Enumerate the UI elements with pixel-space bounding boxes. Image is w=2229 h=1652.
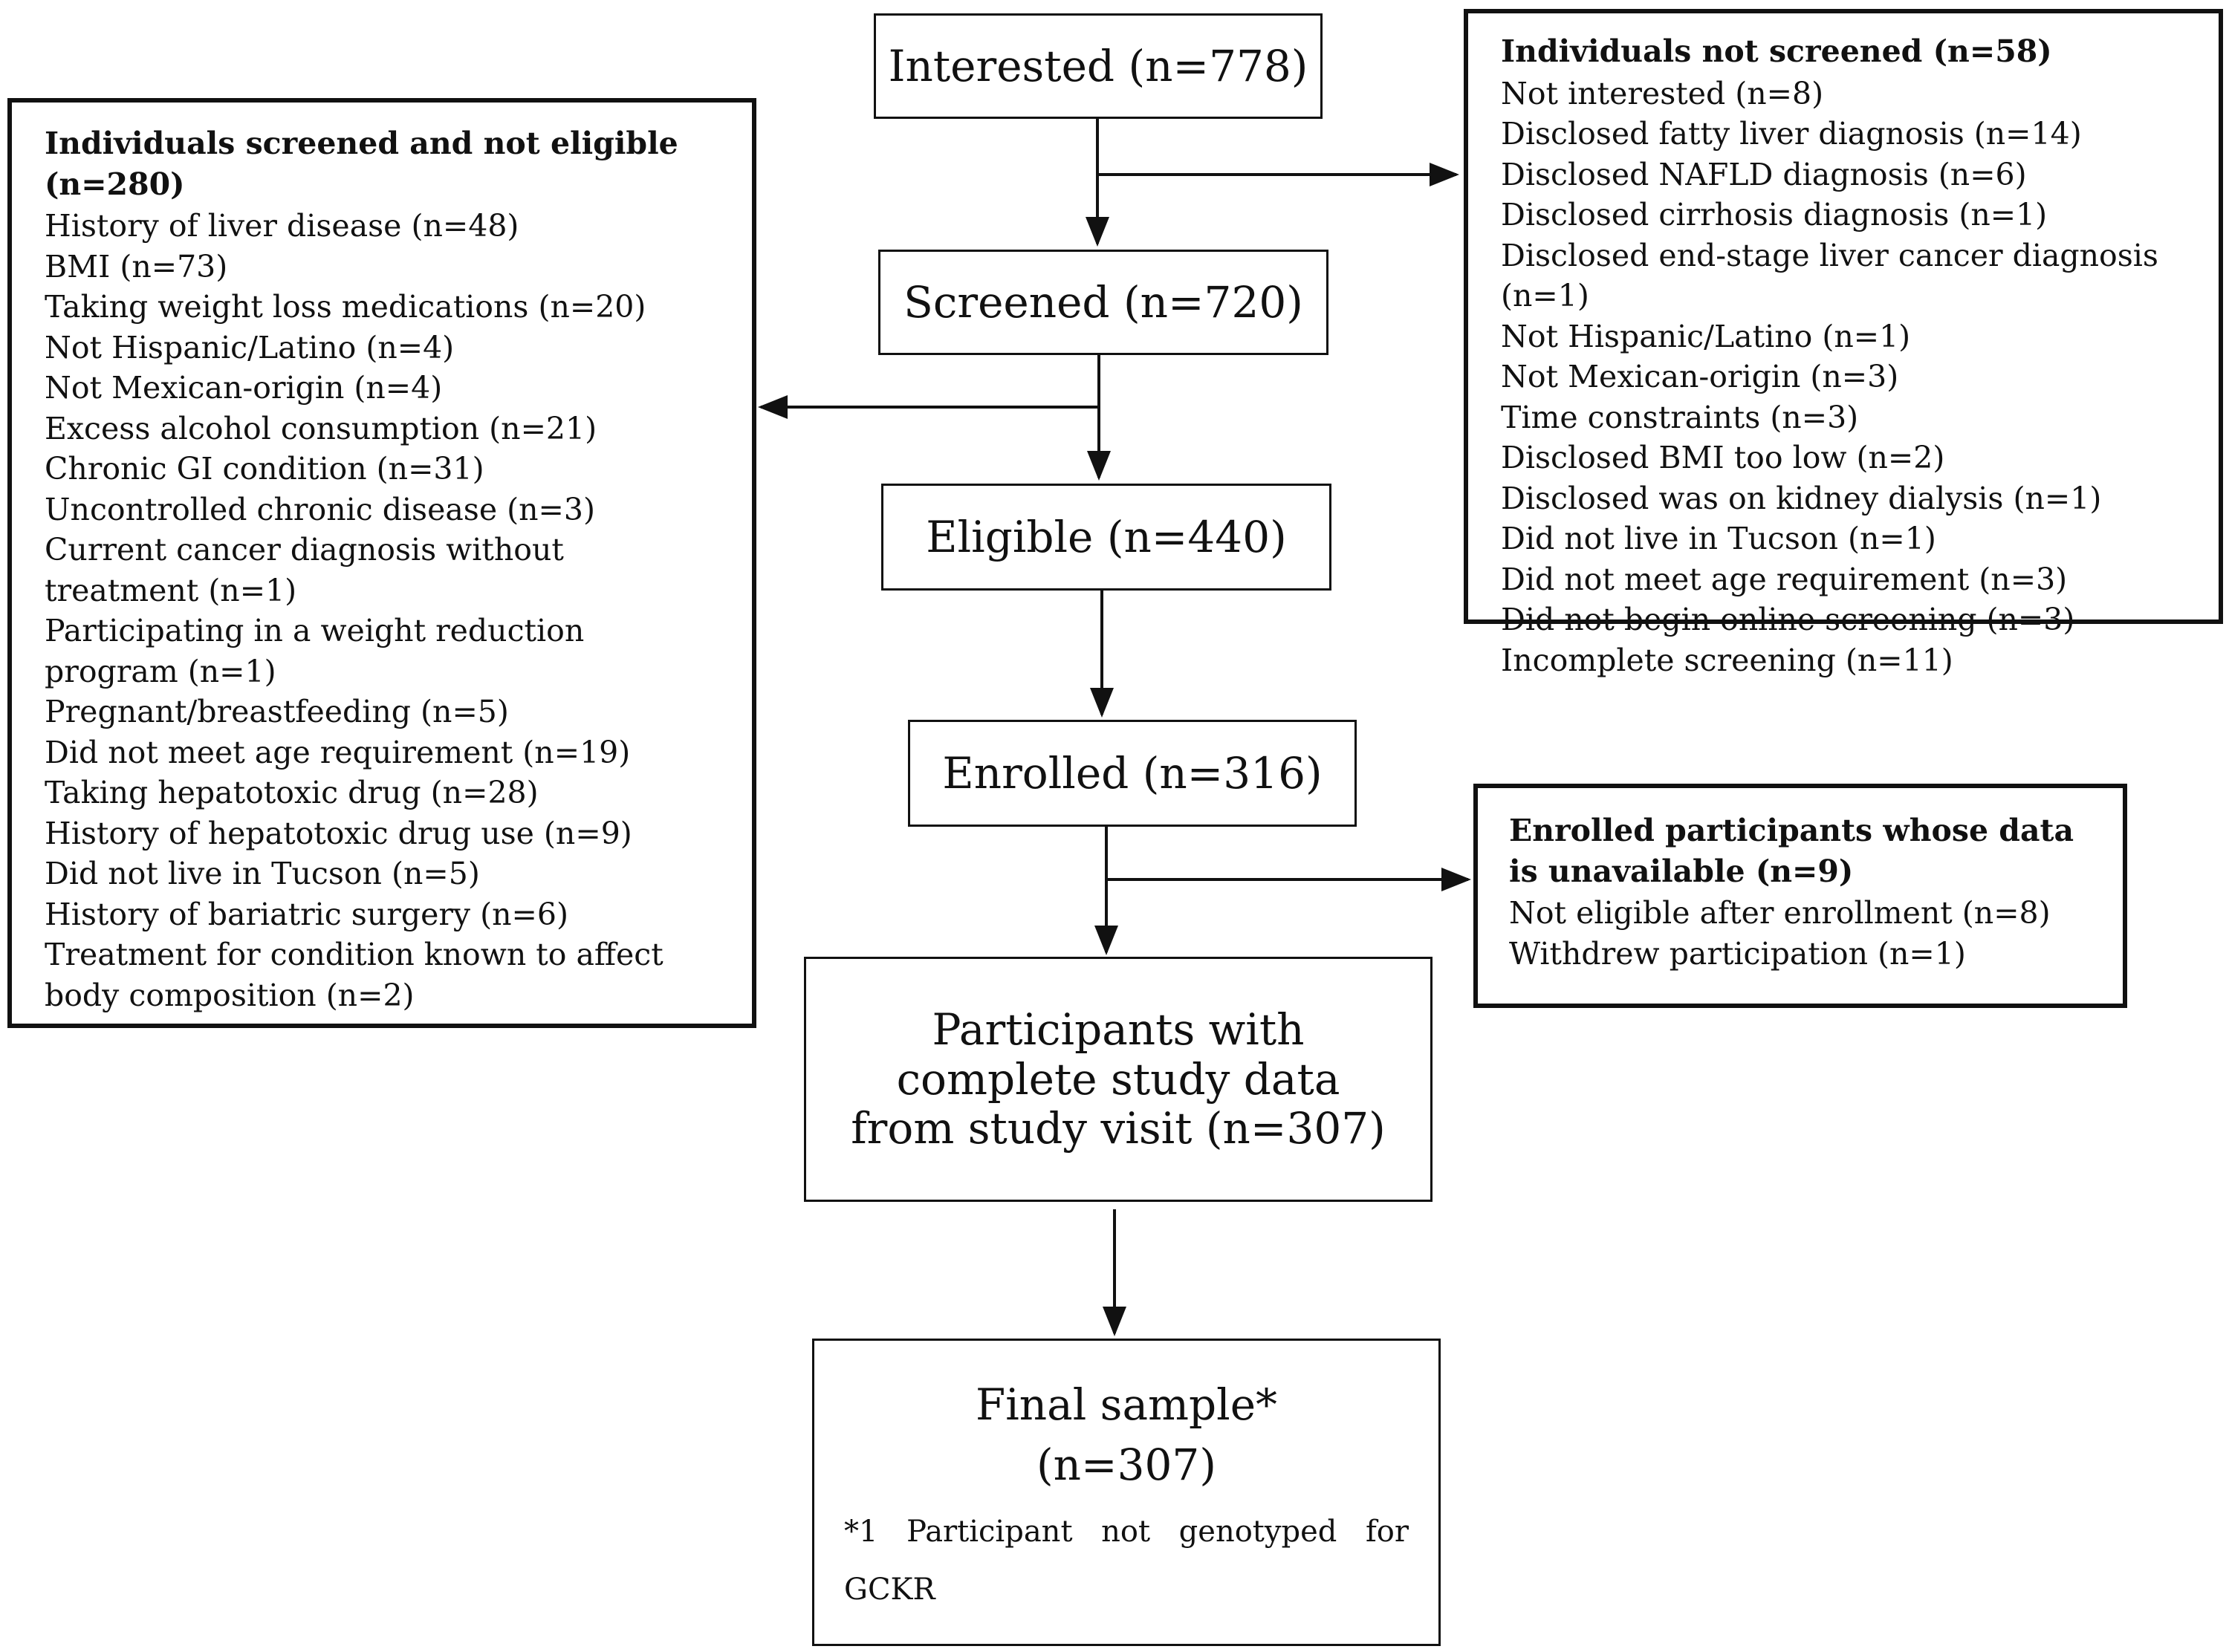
list-item: Treatment for condition known to affect … — [45, 937, 663, 1013]
list-item: Excess alcohol consumption (n=21) — [45, 410, 597, 446]
final-sample-box: Final sample* (n=307) *1 Participant not… — [812, 1339, 1441, 1646]
list-item: Current cancer diagnosis without treatme… — [45, 532, 564, 608]
list-item: Disclosed BMI too low (n=2) — [1501, 440, 1945, 476]
list-item: Disclosed cirrhosis diagnosis (n=1) — [1501, 197, 2048, 233]
final-sample-footnote: *1 Participant not genotyped for GCKR — [844, 1515, 1409, 1607]
enrolled-label: Enrolled (n=316) — [942, 747, 1323, 799]
interested-label: Interested (n=778) — [888, 40, 1308, 91]
final-sample-label: Final sample* — [975, 1379, 1278, 1430]
not-screened-list: Not interested (n=8) Disclosed fatty live… — [1501, 74, 2186, 681]
list-item: Participating in a weight reduction prog… — [45, 613, 585, 689]
list-item: Disclosed fatty liver diagnosis (n=14) — [1501, 116, 2082, 152]
list-item: Did not begin online screening (n=3) — [1501, 602, 2075, 638]
eligible-box: Eligible (n=440) — [881, 484, 1331, 591]
list-item: Not interested (n=8) — [1501, 75, 1824, 111]
not-eligible-list: History of liver disease (n=48) BMI (n=73… — [45, 206, 719, 1015]
not-screened-title: Individuals not screened (n=58) — [1501, 33, 2052, 69]
list-item: Did not meet age requirement (n=3) — [1501, 561, 2068, 597]
list-item: Time constraints (n=3) — [1501, 399, 1859, 435]
list-item: History of hepatotoxic drug use (n=9) — [45, 815, 632, 851]
list-item: Did not live in Tucson (n=5) — [45, 856, 480, 892]
unavailable-box: Enrolled participants whose data is unav… — [1473, 784, 2127, 1008]
list-item: Not Mexican-origin (n=3) — [1501, 359, 1899, 395]
list-item: Disclosed end-stage liver cancer diagnos… — [1501, 237, 2158, 314]
not-eligible-title: Individuals screened and not eligible (n… — [45, 126, 678, 202]
not-screened-box: Individuals not screened (n=58) Not inte… — [1464, 9, 2223, 678]
list-item: Incomplete screening (n=11) — [1501, 642, 1953, 678]
unavailable-title: Enrolled participants whose data is unav… — [1509, 813, 2074, 889]
list-item: Did not live in Tucson (n=1) — [1501, 521, 1936, 557]
final-sample-count: (n=307) — [1036, 1440, 1216, 1491]
complete-data-label: Participants with complete study data fr… — [851, 1004, 1386, 1154]
list-item: Not Hispanic/Latino (n=1) — [1501, 318, 1911, 354]
list-item: Not Mexican-origin (n=4) — [45, 370, 443, 406]
list-item: Chronic GI condition (n=31) — [45, 451, 484, 487]
list-item: Disclosed was on kidney dialysis (n=1) — [1501, 480, 2102, 516]
list-item: History of liver disease (n=48) — [45, 208, 519, 244]
screened-label: Screened (n=720) — [903, 276, 1303, 328]
list-item: Taking hepatotoxic drug (n=28) — [45, 775, 539, 811]
complete-data-box: Participants with complete study data fr… — [804, 957, 1433, 1202]
eligible-label: Eligible (n=440) — [926, 511, 1287, 562]
screened-box: Screened (n=720) — [878, 250, 1328, 355]
list-item: History of bariatric surgery (n=6) — [45, 896, 568, 932]
list-item: BMI (n=73) — [45, 248, 228, 284]
list-item: Not eligible after enrollment (n=8) — [1509, 895, 2051, 931]
not-eligible-box: Individuals screened and not eligible (n… — [7, 98, 756, 1028]
enrolled-box: Enrolled (n=316) — [908, 720, 1357, 827]
list-item: Uncontrolled chronic disease (n=3) — [45, 491, 595, 527]
list-item: Taking weight loss medications (n=20) — [45, 289, 646, 325]
list-item: Disclosed NAFLD diagnosis (n=6) — [1501, 156, 2027, 192]
list-item: Did not meet age requirement (n=19) — [45, 734, 631, 770]
unavailable-list: Not eligible after enrollment (n=8) Withd… — [1509, 893, 2092, 974]
list-item: Not Hispanic/Latino (n=4) — [45, 329, 455, 365]
list-item: Pregnant/breastfeeding (n=5) — [45, 694, 509, 730]
list-item: Withdrew participation (n=1) — [1509, 935, 1966, 972]
interested-box: Interested (n=778) — [874, 13, 1323, 119]
